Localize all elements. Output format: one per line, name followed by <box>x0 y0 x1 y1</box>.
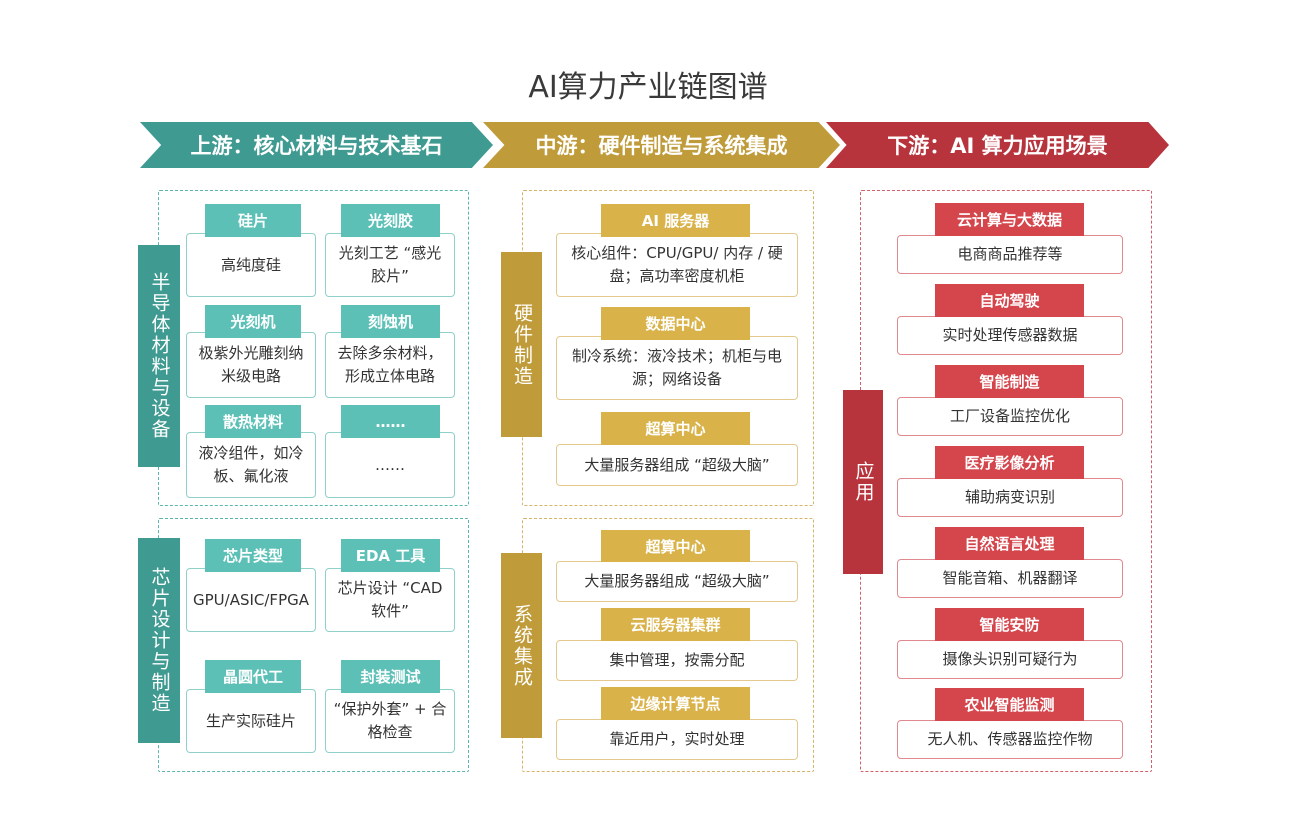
system-card-1: 集中管理，按需分配 <box>556 640 798 681</box>
semi-tag-1: 光刻胶 <box>341 204 440 237</box>
app-card-3: 辅助病变识别 <box>897 478 1123 517</box>
semi-card-0: 高纯度硅 <box>186 233 316 297</box>
chip-card-3: “保护外套” + 合格检查 <box>325 689 455 753</box>
stage-midstream-arrow: 中游：硬件制造与系统集成 <box>483 122 840 168</box>
chip-card-1-text: 芯片设计 “CAD 软件” <box>337 579 443 620</box>
chip-tag-1: EDA 工具 <box>341 539 440 572</box>
diagram-title: AI算力产业链图谱 <box>528 70 768 105</box>
upstream-chip-label: 芯片设计与制造 <box>138 538 180 743</box>
semi-card-2: 极紫外光雕刻纳米级电路 <box>186 332 316 398</box>
hardware-card-2: 大量服务器组成 “超级大脑” <box>556 444 798 486</box>
app-card-0: 电商商品推荐等 <box>897 235 1123 274</box>
hardware-tag-2: 超算中心 <box>601 412 750 445</box>
app-card-4: 智能音箱、机器翻译 <box>897 559 1123 598</box>
app-card-0-text: 电商商品推荐等 <box>957 245 1063 263</box>
system-card-2: 靠近用户，实时处理 <box>556 719 798 760</box>
semi-tag-2: 光刻机 <box>205 305 301 338</box>
chip-card-1: 芯片设计 “CAD 软件” <box>325 568 455 632</box>
app-tag-6: 农业智能监测 <box>935 688 1084 721</box>
system-card-1-text: 集中管理，按需分配 <box>609 651 745 669</box>
midstream-hardware-label: 硬件制造 <box>501 252 542 437</box>
app-tag-0: 云计算与大数据 <box>935 203 1084 236</box>
hardware-tag-1: 数据中心 <box>601 307 750 340</box>
system-card-2-text: 靠近用户，实时处理 <box>609 730 745 748</box>
app-tag-1: 自动驾驶 <box>935 284 1084 317</box>
stage-upstream-arrow: 上游：核心材料与技术基石 <box>140 122 493 168</box>
semi-tag-4: 散热材料 <box>205 405 301 438</box>
app-card-1: 实时处理传感器数据 <box>897 316 1123 355</box>
semi-card-5: …… <box>325 432 455 498</box>
chip-tag-2: 晶圆代工 <box>205 660 301 693</box>
chip-card-0: GPU/ASIC/FPGA <box>186 568 316 632</box>
chip-card-2-text: 生产实际硅片 <box>205 711 296 730</box>
chip-card-2: 生产实际硅片 <box>186 689 316 753</box>
app-card-2-text: 工厂设备监控优化 <box>949 407 1070 425</box>
app-card-6: 无人机、传感器监控作物 <box>897 720 1123 759</box>
app-tag-2: 智能制造 <box>935 365 1084 398</box>
app-tag-4: 自然语言处理 <box>935 527 1084 560</box>
system-tag-2: 边缘计算节点 <box>601 687 750 720</box>
app-card-4-text: 智能音箱、机器翻译 <box>942 569 1078 587</box>
app-card-5-text: 摄像头识别可疑行为 <box>942 650 1078 668</box>
semi-tag-5: …… <box>341 405 440 438</box>
hardware-card-1-text: 制冷系统：液冷技术；机柜与电源；网络设备 <box>571 347 782 388</box>
hardware-card-1: 制冷系统：液冷技术；机柜与电源；网络设备 <box>556 336 798 400</box>
system-tag-1: 云服务器集群 <box>601 608 750 641</box>
semi-card-5-text: …… <box>375 455 405 474</box>
semi-card-3: 去除多余材料，形成立体电路 <box>325 332 455 398</box>
app-card-6-text: 无人机、传感器监控作物 <box>927 730 1093 748</box>
system-tag-0: 超算中心 <box>601 530 750 562</box>
app-card-5: 摄像头识别可疑行为 <box>897 640 1123 679</box>
semi-card-1: 光刻工艺 “感光胶片” <box>325 233 455 297</box>
downstream-label: 应用 <box>843 390 883 574</box>
system-card-0: 大量服务器组成 “超级大脑” <box>556 561 798 602</box>
chip-tag-3: 封装测试 <box>341 660 440 693</box>
semi-tag-3: 刻蚀机 <box>341 305 440 338</box>
semi-card-4: 液冷组件，如冷板、氟化液 <box>186 432 316 498</box>
stage-downstream-arrow: 下游：AI 算力应用场景 <box>826 122 1169 168</box>
hardware-card-2-text: 大量服务器组成 “超级大脑” <box>584 455 770 474</box>
hardware-tag-0: AI 服务器 <box>601 204 750 237</box>
chip-tag-0: 芯片类型 <box>205 539 301 572</box>
app-card-2: 工厂设备监控优化 <box>897 397 1123 436</box>
app-card-1-text: 实时处理传感器数据 <box>942 326 1078 344</box>
chip-card-0-text: GPU/ASIC/FPGA <box>193 590 309 609</box>
upstream-semi-label: 半导体材料与设备 <box>138 245 180 467</box>
app-tag-5: 智能安防 <box>935 608 1084 641</box>
system-card-0-text: 大量服务器组成 “超级大脑” <box>584 572 770 590</box>
app-card-3-text: 辅助病变识别 <box>964 488 1055 506</box>
chip-card-3-text: “保护外套” + 合格检查 <box>333 700 447 741</box>
semi-card-0-text: 高纯度硅 <box>220 255 281 274</box>
semi-card-2-text: 极紫外光雕刻纳米级电路 <box>198 344 304 385</box>
app-tag-3: 医疗影像分析 <box>935 446 1084 479</box>
hardware-card-0: 核心组件：CPU/GPU/ 内存 / 硬盘；高功率密度机柜 <box>556 233 798 297</box>
semi-card-1-text: 光刻工艺 “感光胶片” <box>338 244 442 285</box>
midstream-system-label: 系统集成 <box>501 553 542 738</box>
semi-card-3-text: 去除多余材料，形成立体电路 <box>337 344 443 385</box>
semi-card-4-text: 液冷组件，如冷板、氟化液 <box>198 444 304 485</box>
semi-tag-0: 硅片 <box>205 204 301 237</box>
hardware-card-0-text: 核心组件：CPU/GPU/ 内存 / 硬盘；高功率密度机柜 <box>571 244 783 285</box>
